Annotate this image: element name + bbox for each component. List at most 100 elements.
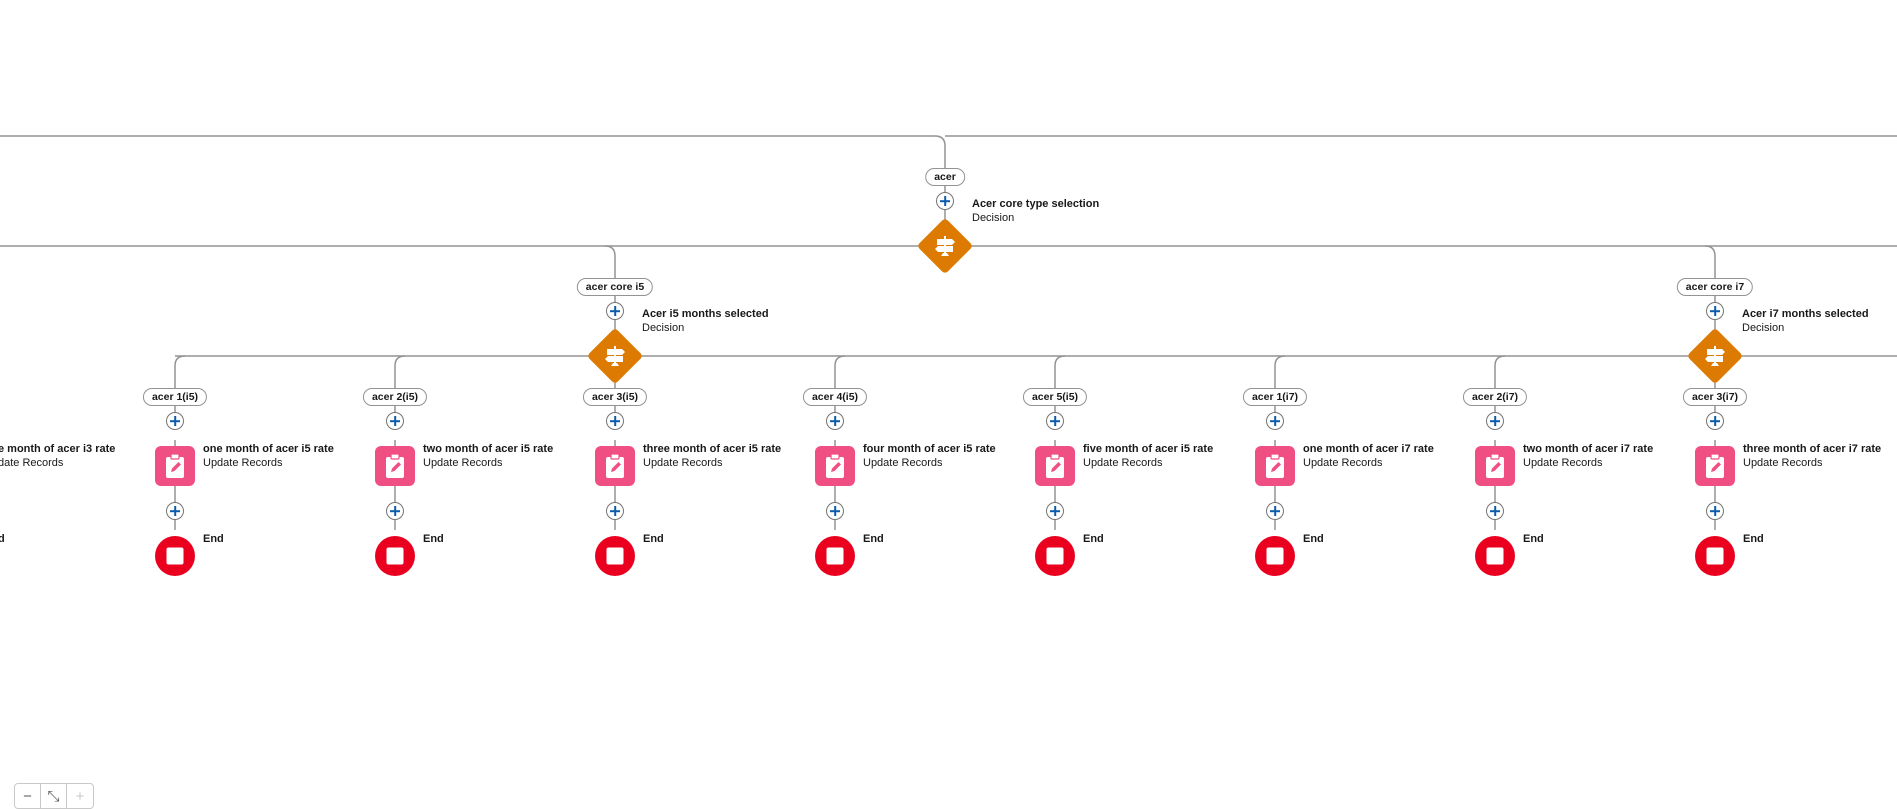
zoom-in-button[interactable]: + [75, 787, 85, 805]
record-label-title: three month of acer i7 rate [1743, 443, 1882, 455]
update-records-node[interactable] [155, 446, 195, 486]
add-element-icon[interactable] [1266, 412, 1284, 430]
end-label: End [1523, 532, 1544, 546]
record-label-title: two month of acer i7 rate [1523, 443, 1654, 455]
update-records-node[interactable] [375, 446, 415, 486]
partial-record-subtitle: date Records [0, 457, 64, 469]
add-element-icon[interactable] [826, 502, 844, 520]
update-records-node[interactable] [1255, 446, 1295, 486]
end-label: End [1083, 532, 1104, 546]
record-label-subtitle: Update Records [423, 457, 503, 469]
update-records-pencil-icon [1706, 453, 1724, 478]
update-records-pencil-icon [386, 453, 404, 478]
partial-end-title: d [0, 533, 5, 545]
outcome-pill[interactable]: acer 2(i5) [362, 388, 428, 406]
outcome-pill[interactable]: acer 1(i5) [142, 388, 208, 406]
outcome-pill[interactable]: acer 4(i5) [802, 388, 868, 406]
zoom-controls: − ⤡ + [14, 783, 94, 809]
add-element-icon[interactable] [166, 502, 184, 520]
record-label-title: one month of acer i5 rate [203, 443, 334, 455]
add-element-icon[interactable] [1486, 502, 1504, 520]
outcome-pill[interactable]: acer 5(i5) [1022, 388, 1088, 406]
connector-line [0, 135, 946, 168]
add-element-icon[interactable] [1706, 302, 1724, 320]
end-label-title: End [1743, 533, 1764, 545]
stop-square-icon [1706, 547, 1724, 565]
end-node[interactable] [155, 536, 195, 576]
add-element-icon[interactable] [1486, 412, 1504, 430]
update-records-pencil-icon [606, 453, 624, 478]
outcome-pill[interactable]: acer core i5 [576, 278, 654, 296]
record-label-subtitle: Update Records [203, 457, 283, 469]
decision-label-title: Acer i7 months selected [1742, 308, 1869, 320]
record-label-subtitle: Update Records [1303, 457, 1383, 469]
connector-line [394, 355, 406, 367]
end-label: End [203, 532, 224, 546]
record-label-subtitle: Update Records [1523, 457, 1603, 469]
update-records-node[interactable] [815, 446, 855, 486]
record-label-subtitle: Update Records [1743, 457, 1823, 469]
update-records-node[interactable] [1035, 446, 1075, 486]
decision-label-subtitle: Decision [972, 212, 1015, 224]
end-node[interactable] [375, 536, 415, 576]
end-label-title: End [423, 533, 444, 545]
end-node[interactable] [1035, 536, 1075, 576]
end-node[interactable] [1695, 536, 1735, 576]
connector-line [604, 245, 616, 278]
end-label-title: End [863, 533, 884, 545]
update-records-node[interactable] [1695, 446, 1735, 486]
outcome-pill[interactable]: acer 3(i5) [582, 388, 648, 406]
record-label-title: two month of acer i5 rate [423, 443, 554, 455]
fit-view-icon[interactable]: ⤡ [41, 784, 67, 808]
add-element-icon[interactable] [386, 412, 404, 430]
add-element-icon[interactable] [166, 412, 184, 430]
outcome-pill[interactable]: acer core i7 [1676, 278, 1754, 296]
add-element-icon[interactable] [1266, 502, 1284, 520]
add-element-icon[interactable] [936, 192, 954, 210]
add-element-icon[interactable] [1046, 502, 1064, 520]
update-records-pencil-icon [1046, 453, 1064, 478]
end-node[interactable] [1475, 536, 1515, 576]
end-node[interactable] [815, 536, 855, 576]
connector-line [1704, 245, 1716, 278]
connector-line [1054, 355, 1066, 367]
end-label-title: End [1523, 533, 1544, 545]
update-records-pencil-icon [1266, 453, 1284, 478]
stop-square-icon [826, 547, 844, 565]
outcome-pill[interactable]: acer 3(i7) [1682, 388, 1748, 406]
end-label-title: End [203, 533, 224, 545]
connector-line [1494, 355, 1506, 367]
end-label: End [643, 532, 664, 546]
record-label-title: one month of acer i7 rate [1303, 443, 1434, 455]
outcome-pill[interactable]: acer 1(i7) [1242, 388, 1308, 406]
zoom-out-button[interactable]: − [15, 784, 41, 808]
end-node[interactable] [1255, 536, 1295, 576]
add-element-icon[interactable] [826, 412, 844, 430]
decision-label-subtitle: Decision [642, 322, 685, 334]
add-element-icon[interactable] [606, 412, 624, 430]
end-node[interactable] [595, 536, 635, 576]
add-element-icon[interactable] [1706, 502, 1724, 520]
add-element-icon[interactable] [386, 502, 404, 520]
decision-label-title: Acer core type selection [972, 198, 1100, 210]
decision-label-title: Acer i5 months selected [642, 308, 769, 320]
add-element-icon[interactable] [606, 302, 624, 320]
stop-square-icon [1486, 547, 1504, 565]
update-records-node[interactable] [595, 446, 635, 486]
end-label-title: End [1083, 533, 1104, 545]
add-element-icon[interactable] [606, 502, 624, 520]
outcome-pill[interactable]: acer 2(i7) [1462, 388, 1528, 406]
outcome-pill-acer[interactable]: acer [925, 168, 965, 186]
update-records-pencil-icon [166, 453, 184, 478]
add-element-icon[interactable] [1046, 412, 1064, 430]
stop-square-icon [386, 547, 404, 565]
add-element-icon[interactable] [1706, 412, 1724, 430]
update-records-node[interactable] [1475, 446, 1515, 486]
